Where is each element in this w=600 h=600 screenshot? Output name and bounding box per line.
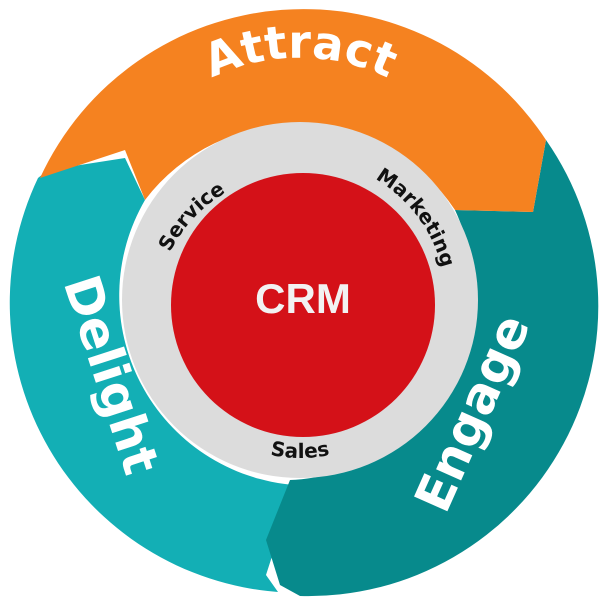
ring-label-sales: Sales (269, 436, 331, 463)
segment-engage (266, 140, 599, 597)
crm-core (171, 173, 435, 437)
crm-label: CRM (255, 275, 351, 322)
segment-delight (9, 158, 296, 592)
ring-label-sales-text: Sales (269, 436, 331, 463)
segment-attract (40, 9, 546, 213)
